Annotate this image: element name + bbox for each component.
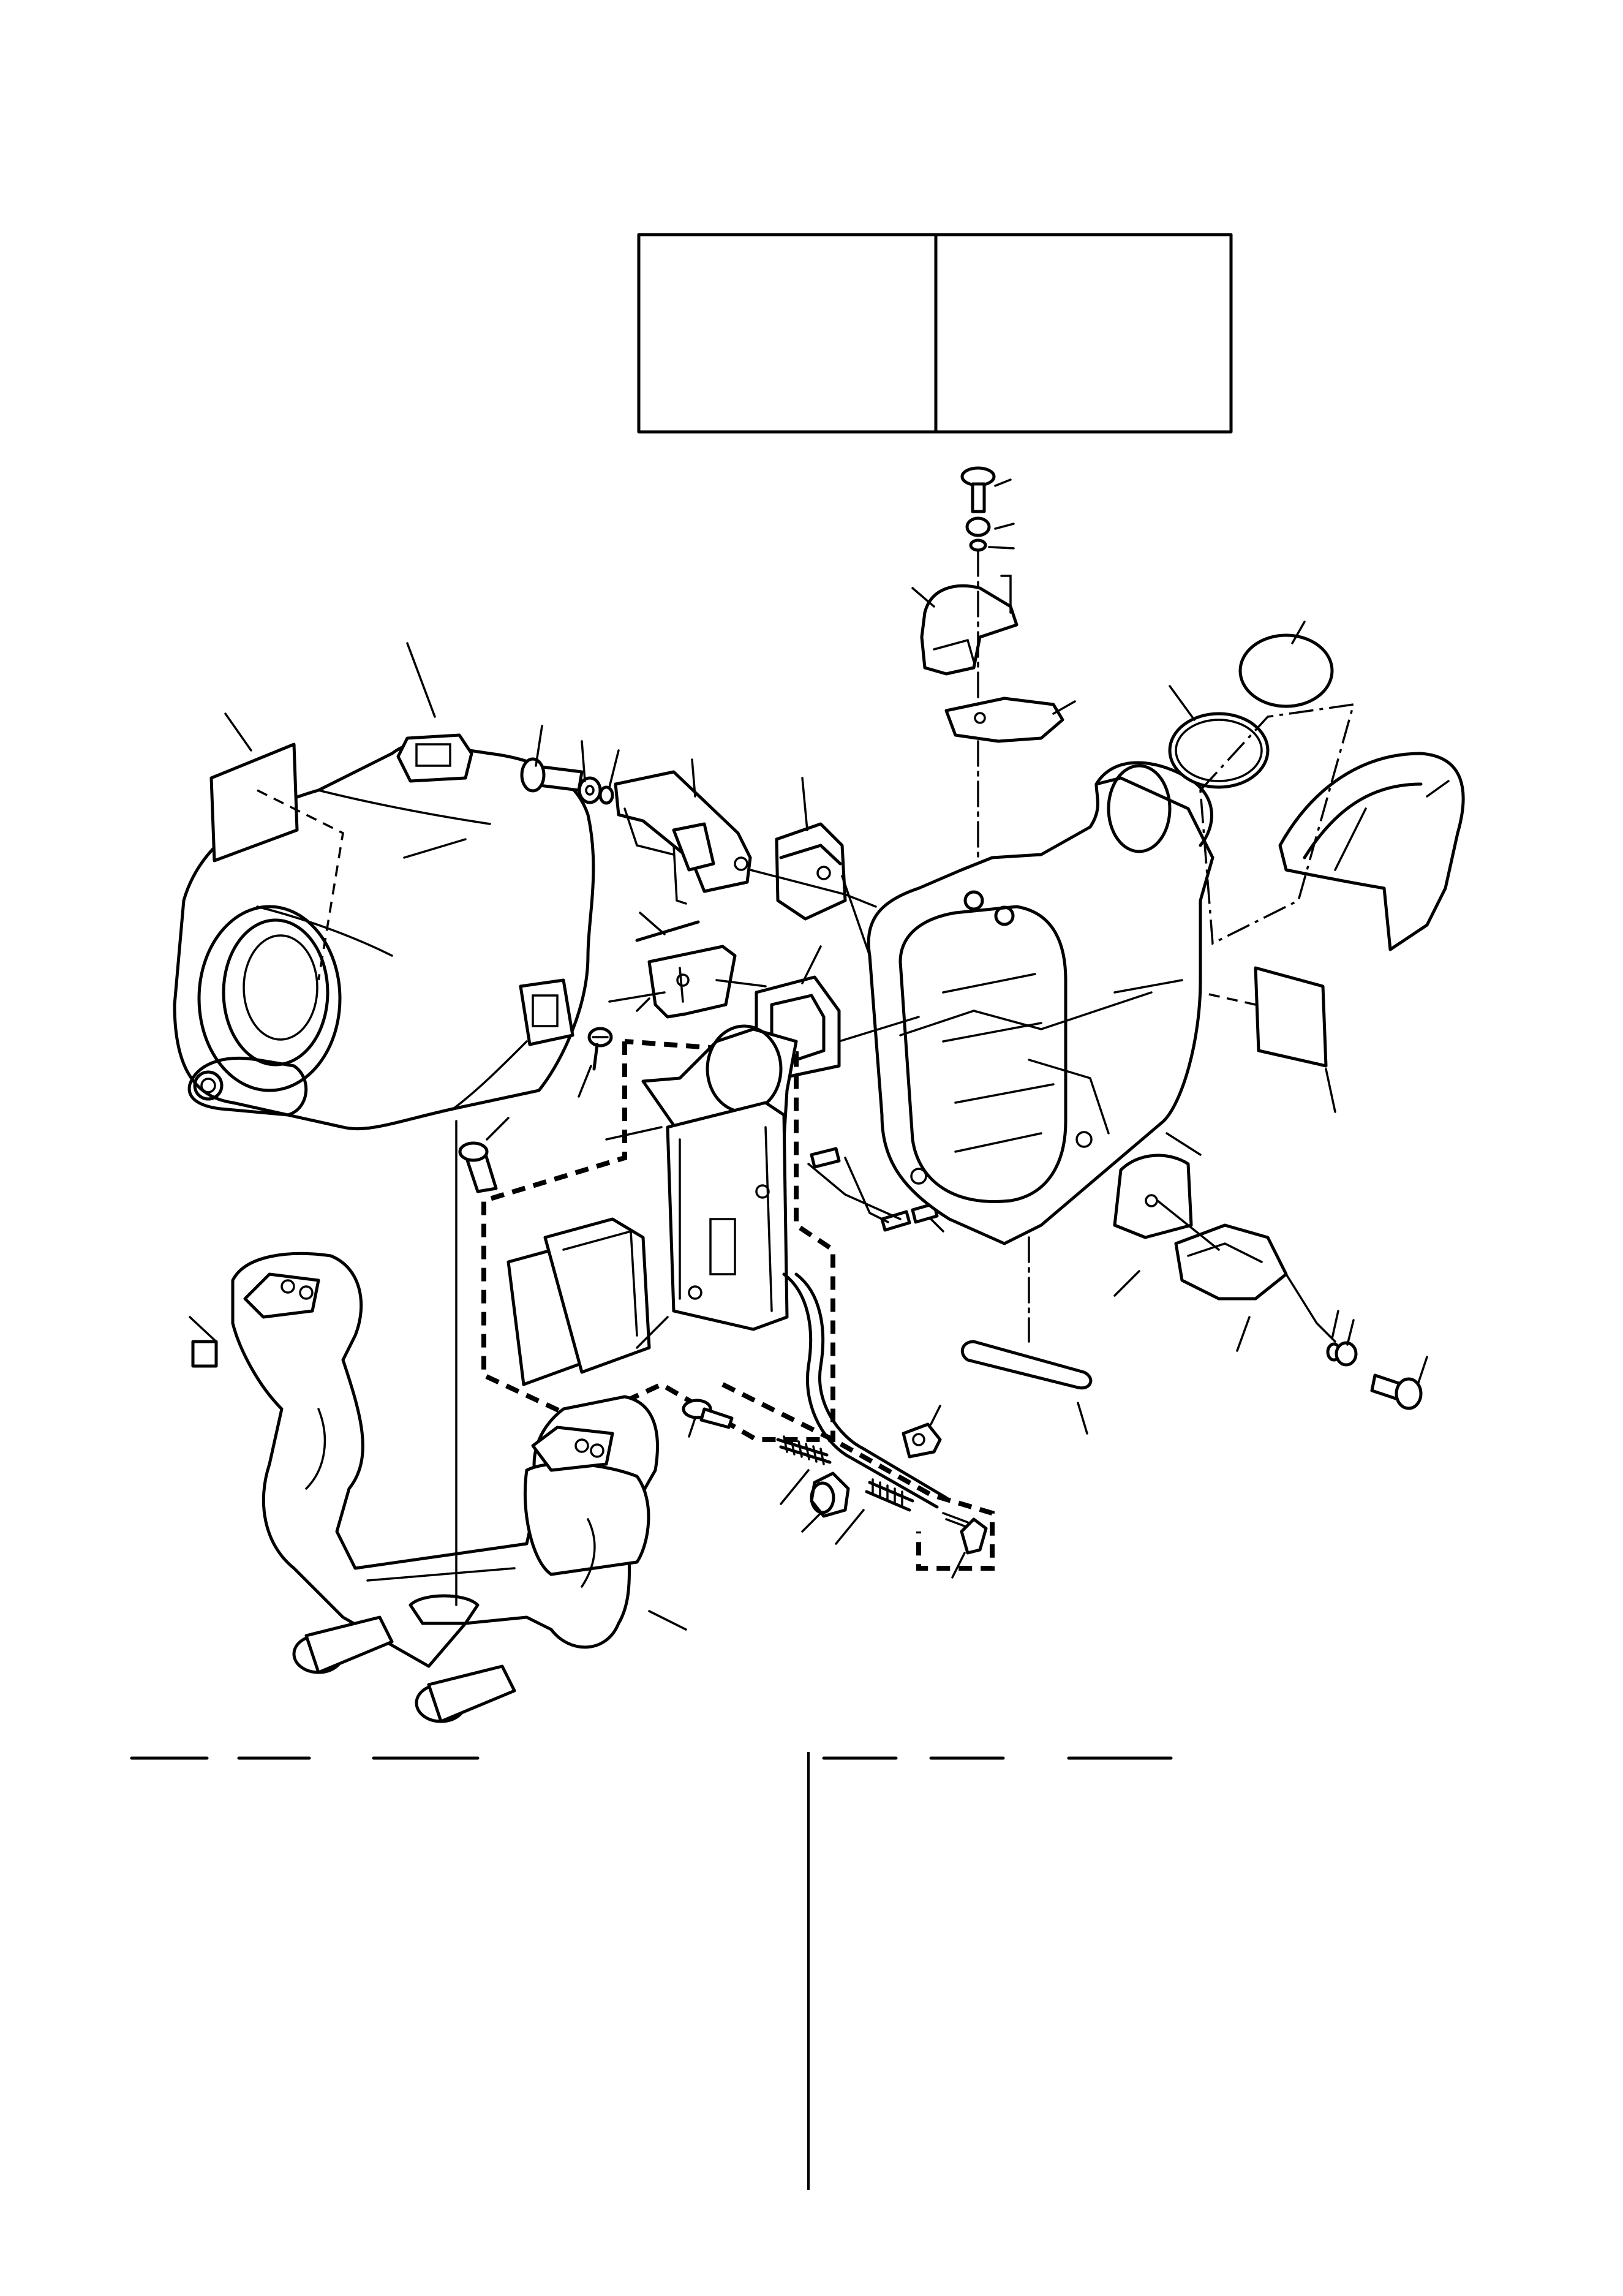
flex-cable	[782, 1272, 948, 1509]
hand-grip-assembly	[231, 1252, 659, 1723]
grip-bar	[960, 1340, 1093, 1390]
eyecup	[1278, 752, 1465, 951]
screw-mid	[587, 1027, 613, 1071]
label-sheet-left	[209, 742, 344, 981]
bracket-top	[920, 575, 1019, 676]
spring-right	[865, 1478, 914, 1512]
header-table	[637, 233, 1233, 434]
screw-upper-left	[520, 757, 584, 793]
washer-upper-left	[578, 776, 602, 804]
ring-upper-left	[598, 785, 614, 805]
screw-top	[960, 466, 996, 513]
dashed-subassembly-box	[481, 1039, 995, 1571]
viewfinder-unit	[641, 1024, 798, 1331]
connector-right	[960, 1517, 988, 1555]
slider-lower-right	[1174, 1223, 1288, 1301]
pin-a	[810, 1147, 841, 1169]
filter-disc-2	[1238, 633, 1334, 708]
washer-top	[965, 516, 991, 537]
clip-small	[902, 1422, 942, 1459]
holder-small	[775, 822, 847, 921]
plate-left	[647, 945, 737, 1019]
bracket-upper-left	[614, 770, 752, 905]
screw-bottom-box	[682, 1399, 734, 1429]
screw-lower-right	[1370, 1373, 1423, 1410]
filter-disc-1	[1168, 712, 1270, 789]
bracket-lower-right	[1113, 1154, 1193, 1239]
rear-cabinet	[867, 761, 1214, 1245]
spring-left	[776, 1435, 832, 1465]
label-sheet-right	[1200, 966, 1328, 1068]
front-cabinet	[173, 733, 595, 1131]
screw-lower-left	[458, 1141, 498, 1193]
small-label-grip	[191, 1340, 218, 1368]
circuit-board	[506, 1217, 669, 1386]
pin-b	[880, 1210, 911, 1232]
slider-top	[944, 697, 1064, 743]
leader-lines	[189, 478, 1450, 1631]
rod	[635, 920, 700, 942]
eyepiece-guide	[1199, 703, 1355, 945]
washer-lower-right	[1335, 1341, 1358, 1367]
ring-top	[969, 538, 987, 552]
roller	[810, 1471, 850, 1518]
